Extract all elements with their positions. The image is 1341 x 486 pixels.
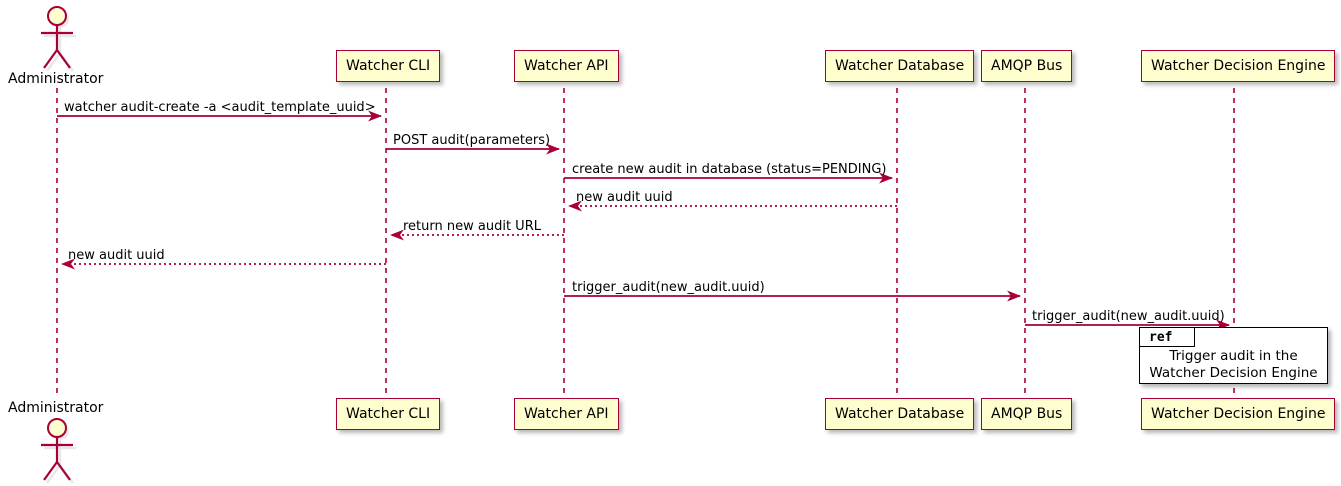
ref-fragment-line-2: Watcher Decision Engine — [1149, 365, 1318, 381]
participant-box-amqp-bus-top[interactable]: AMQP Bus — [981, 50, 1073, 82]
participant-box-watcher-decision-engine-bottom[interactable]: Watcher Decision Engine — [1141, 398, 1336, 430]
actor-leg-left — [43, 49, 58, 69]
actor-head — [47, 6, 67, 26]
message-label-1: watcher audit-create -a <audit_template_… — [64, 100, 376, 115]
message-label-8: trigger_audit(new_audit.uuid) — [1032, 309, 1225, 324]
actor-leg-left — [43, 461, 58, 481]
participant-box-watcher-database-bottom[interactable]: Watcher Database — [825, 398, 975, 430]
message-label-2: POST audit(parameters) — [393, 133, 551, 148]
participant-label: AMQP Bus — [991, 58, 1063, 74]
actor-head — [47, 418, 67, 438]
message-label-6: new audit uuid — [68, 248, 165, 263]
message-label-3: create new audit in database (status=PEN… — [572, 162, 887, 177]
participant-label: Watcher Database — [835, 406, 965, 422]
participant-box-watcher-decision-engine-top[interactable]: Watcher Decision Engine — [1141, 50, 1336, 82]
actor-administrator-bottom — [41, 418, 76, 484]
ref-fragment[interactable]: ref Trigger audit in the Watcher Decisio… — [1139, 327, 1328, 384]
participant-box-watcher-database-top[interactable]: Watcher Database — [825, 50, 975, 82]
ref-fragment-tab: ref — [1140, 328, 1196, 347]
participant-box-watcher-cli-top[interactable]: Watcher CLI — [336, 50, 441, 82]
participant-label: Watcher CLI — [346, 58, 431, 74]
lifelines — [56, 88, 1235, 398]
message-label-5: return new audit URL — [403, 219, 541, 234]
participant-box-watcher-api-top[interactable]: Watcher API — [514, 50, 619, 82]
participant-label: Watcher Decision Engine — [1151, 406, 1326, 422]
actor-leg-right — [56, 49, 71, 69]
message-label-4: new audit uuid — [576, 190, 673, 205]
message-arrows — [57, 110, 1230, 331]
participant-box-watcher-cli-bottom[interactable]: Watcher CLI — [336, 398, 441, 430]
actor-label-administrator-top: Administrator — [8, 71, 104, 87]
message-label-7: trigger_audit(new_audit.uuid) — [572, 280, 765, 295]
actor-administrator-top — [41, 6, 76, 72]
participant-label: Watcher CLI — [346, 406, 431, 422]
actor-leg-right — [56, 461, 71, 481]
actor-label-administrator-bottom: Administrator — [8, 400, 104, 416]
participant-label: AMQP Bus — [991, 406, 1063, 422]
participant-box-watcher-api-bottom[interactable]: Watcher API — [514, 398, 619, 430]
ref-fragment-line-1: Trigger audit in the — [1169, 348, 1298, 364]
participant-box-amqp-bus-bottom[interactable]: AMQP Bus — [981, 398, 1073, 430]
ref-tab-label: ref — [1149, 329, 1173, 345]
participant-label: Watcher Decision Engine — [1151, 58, 1326, 74]
participant-label: Watcher API — [524, 406, 609, 422]
participant-label: Watcher API — [524, 58, 609, 74]
participant-label: Watcher Database — [835, 58, 965, 74]
ref-fragment-body: Trigger audit in the Watcher Decision En… — [1140, 348, 1327, 382]
